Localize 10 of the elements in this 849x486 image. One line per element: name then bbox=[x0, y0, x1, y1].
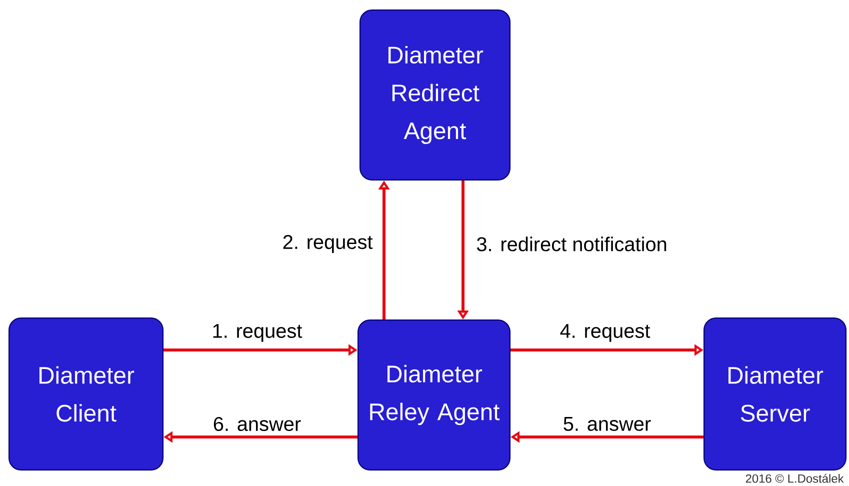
edge-label: 1. request bbox=[210, 323, 304, 343]
edge-label: 4. request bbox=[558, 323, 652, 343]
edge-label: 5. answer bbox=[562, 416, 652, 432]
agent-box: Diameter Server bbox=[704, 318, 846, 470]
agent-box: Diameter Client bbox=[8, 318, 164, 470]
edge-label: 3. redirect notification bbox=[475, 236, 668, 252]
edge-label: 2. request bbox=[281, 234, 374, 254]
agent-box: Diameter Redirect Agent bbox=[360, 10, 510, 180]
agent-box: Diameter Reley Agent bbox=[358, 320, 510, 470]
edge-label: 6. answer bbox=[212, 416, 302, 432]
